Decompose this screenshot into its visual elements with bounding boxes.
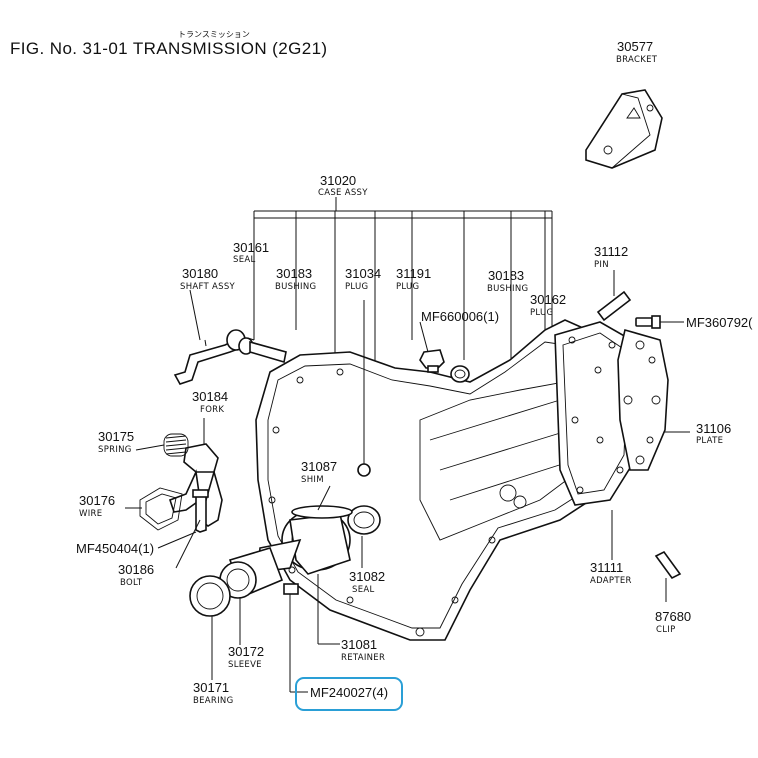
page-title: FIG. No. 31-01 TRANSMISSION (2G21) — [10, 39, 327, 58]
callout-number: 31020 — [320, 173, 356, 188]
bolt-mf240027 — [283, 583, 299, 600]
callout-number: 30186 — [118, 562, 154, 577]
callout-word: PLUG — [530, 308, 553, 318]
callout-number: MF360792( — [686, 315, 753, 330]
callout-word: PLUG — [345, 282, 368, 292]
callout-number: 30175 — [98, 429, 134, 444]
plate-part — [617, 328, 669, 471]
bearing-sleeve — [189, 547, 284, 617]
highlight-box — [295, 677, 403, 711]
callout-number: 30183 — [488, 268, 524, 283]
leader-lines — [125, 289, 690, 693]
pin-part — [596, 270, 632, 322]
callout-word: SPRING — [98, 445, 132, 455]
callout-number: 87680 — [655, 609, 691, 624]
callout-number: 30577 — [617, 39, 653, 54]
callout-number: 31082 — [349, 569, 385, 584]
clip-part — [654, 550, 682, 602]
callout-labels: 30577 BRACKET 31020 CASE ASSY 30161 SEAL… — [76, 39, 753, 706]
callout-word: FORK — [200, 405, 224, 415]
callout-number: 30180 — [182, 266, 218, 281]
callout-number: 31087 — [301, 459, 337, 474]
callout-word: BEARING — [193, 696, 233, 706]
callout-word: SEAL — [233, 255, 256, 265]
callout-number: 31034 — [345, 266, 381, 281]
callout-word: PLUG — [396, 282, 419, 292]
callout-word: BUSHING — [275, 282, 316, 292]
callout-word: BRACKET — [616, 55, 658, 65]
callout-number: 30162 — [530, 292, 566, 307]
callout-word: SHIM — [301, 475, 324, 485]
callout-word: PLATE — [696, 436, 723, 446]
callout-word: PIN — [594, 260, 609, 270]
callout-number: MF240027(4) — [310, 685, 388, 700]
callout-number: 30176 — [79, 493, 115, 508]
title-kana: トランスミッション — [178, 30, 250, 39]
shaft-assy — [173, 329, 287, 385]
callout-number: 30171 — [193, 680, 229, 695]
callout-word: RETAINER — [341, 653, 385, 663]
retainer-assembly — [257, 505, 381, 575]
callout-number: MF450404(1) — [76, 541, 154, 556]
callout-number: 30172 — [228, 644, 264, 659]
bolt-mf360792 — [635, 315, 684, 329]
callout-number: 31081 — [341, 637, 377, 652]
callout-number: 30161 — [233, 240, 269, 255]
callout-number: 30183 — [276, 266, 312, 281]
callout-number: 30184 — [192, 389, 228, 404]
fork-assembly — [139, 418, 223, 533]
callout-word: WIRE — [79, 509, 102, 519]
callout-word: CLIP — [656, 625, 676, 635]
bracket-part — [585, 89, 663, 169]
callout-word: BUSHING — [487, 284, 528, 294]
callout-number: 31191 — [396, 266, 431, 281]
callout-word: SHAFT ASSY — [180, 282, 236, 292]
callout-word: BOLT — [120, 578, 143, 588]
callout-number: 31106 — [696, 421, 731, 436]
plug-31191 — [419, 349, 470, 383]
callout-number: 31112 — [594, 244, 628, 259]
callout-word: CASE ASSY — [318, 188, 368, 198]
callout-word: SLEEVE — [228, 660, 262, 670]
callout-word: SEAL — [352, 585, 375, 595]
callout-word: ADAPTER — [590, 576, 632, 586]
callout-number: MF660006(1) — [421, 309, 499, 324]
plug-31034 — [357, 463, 371, 477]
callout-number: 31111 — [590, 560, 623, 575]
